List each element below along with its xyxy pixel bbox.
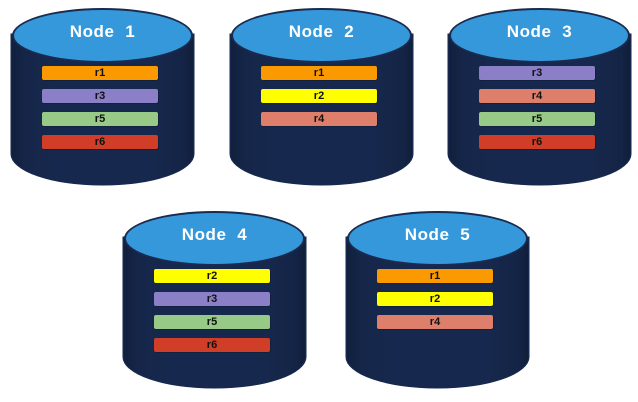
replica-bar-r1[interactable]: r1 [261,66,377,80]
replica-bar-r5[interactable]: r5 [154,315,270,329]
node-label: Node 2 [288,22,355,41]
replica-bar-r3[interactable]: r3 [479,66,595,80]
replica-bar-r4[interactable]: r4 [261,112,377,126]
database-cylinder-node-1[interactable]: Node 1 r1 r3 r5 r6 [12,8,193,184]
replica-list: r1 r3 r5 r6 [42,66,163,158]
database-cylinder-node-5[interactable]: Node 5 r1 r2 r4 [347,211,528,387]
cylinder-top-ellipse [124,211,305,266]
replica-list: r1 r2 r4 [261,66,382,135]
replica-bar-r6[interactable]: r6 [479,135,595,149]
node-label: Node 4 [181,225,248,244]
replica-list: r1 r2 r4 [377,269,498,338]
replica-bar-r3[interactable]: r3 [42,89,158,103]
node-label: Node 3 [506,22,573,41]
cylinder-top-ellipse [449,8,630,63]
replica-bar-r3[interactable]: r3 [154,292,270,306]
replica-bar-r2[interactable]: r2 [261,89,377,103]
cylinder-top-ellipse [231,8,412,63]
replica-bar-r1[interactable]: r1 [377,269,493,283]
replica-bar-r5[interactable]: r5 [42,112,158,126]
replica-bar-r4[interactable]: r4 [479,89,595,103]
cylinder-top-ellipse [347,211,528,266]
replica-bar-r6[interactable]: r6 [154,338,270,352]
replica-bar-r2[interactable]: r2 [154,269,270,283]
replica-bar-r6[interactable]: r6 [42,135,158,149]
node-label: Node 1 [69,22,136,41]
replica-bar-r1[interactable]: r1 [42,66,158,80]
database-cylinder-node-3[interactable]: Node 3 r3 r4 r5 r6 [449,8,630,184]
replica-list: r3 r4 r5 r6 [479,66,600,158]
replica-list: r2 r3 r5 r6 [154,269,275,361]
database-cylinder-node-2[interactable]: Node 2 r1 r2 r4 [231,8,412,184]
database-cylinder-node-4[interactable]: Node 4 r2 r3 r5 r6 [124,211,305,387]
replica-bar-r5[interactable]: r5 [479,112,595,126]
replica-bar-r2[interactable]: r2 [377,292,493,306]
replica-bar-r4[interactable]: r4 [377,315,493,329]
cylinder-top-ellipse [12,8,193,63]
node-label: Node 5 [404,225,471,244]
